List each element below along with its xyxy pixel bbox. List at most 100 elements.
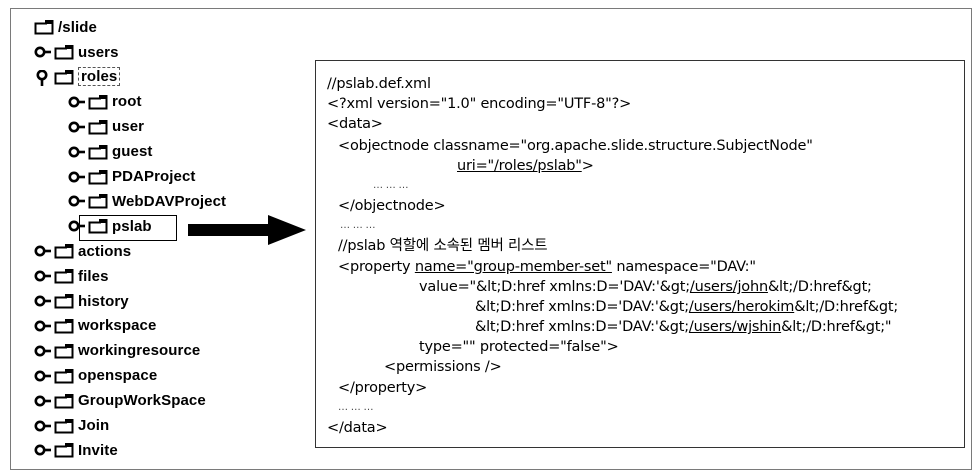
user-link-john: /users/john [689, 279, 768, 295]
tree-node-label: Invite [78, 441, 118, 459]
tree-node-root[interactable]: /slide [34, 16, 97, 38]
tree-node-groupworkspace[interactable]: GroupWorkSpace [34, 390, 206, 412]
folder-icon [54, 418, 74, 434]
code-permissions: <permissions /> [384, 359, 502, 375]
collapsed-toggle-icon[interactable] [68, 170, 86, 184]
folder-icon [88, 144, 108, 160]
href-close: &lt;/D:href&gt; [794, 299, 899, 315]
code-comment-member-list: //pslab 역할에 소속된 멤버 리스트 [338, 238, 548, 254]
tree-node-files[interactable]: files [34, 265, 109, 287]
collapsed-toggle-icon[interactable] [34, 45, 52, 59]
collapsed-toggle-icon[interactable] [68, 145, 86, 159]
collapsed-toggle-icon[interactable] [34, 369, 52, 383]
tree-node-label: PDAProject [112, 168, 196, 185]
collapsed-toggle-icon[interactable] [68, 219, 86, 233]
code-value-line-3: &lt;D:href xmlns:D='DAV:'&gt;/users/wjsh… [475, 317, 892, 337]
expanded-toggle-icon[interactable] [34, 69, 52, 86]
uri-value: uri="/roles/pslab" [457, 158, 582, 174]
tree-node-actions[interactable]: actions [34, 240, 131, 262]
collapsed-toggle-icon[interactable] [68, 194, 86, 208]
code-objectnode-uri: uri="/roles/pslab"> [457, 156, 594, 176]
code-ellipsis: … … … [338, 402, 374, 413]
code-ellipsis: … … … [340, 220, 376, 231]
code-data-close: </data> [327, 420, 388, 436]
collapsed-toggle-icon[interactable] [34, 443, 52, 457]
property-name: name="group-member-set" [414, 259, 612, 275]
uri-close: > [581, 158, 594, 174]
tree-node-webdavproject[interactable]: WebDAVProject [68, 190, 226, 212]
collapsed-toggle-icon[interactable] [34, 244, 52, 258]
tree-node-users[interactable]: users [34, 41, 119, 63]
code-value-line-1: value="&lt;D:href xmlns:D='DAV:'&gt;/use… [419, 277, 872, 297]
href-close: &lt;/D:href&gt; [767, 279, 872, 295]
folder-icon [54, 343, 74, 359]
tree-node-label: workspace [78, 317, 157, 335]
tree-node-workingresource[interactable]: workingresource [34, 340, 200, 362]
tree-node-pslab[interactable]: pslab [68, 215, 152, 237]
tree-node-label: guest [112, 143, 153, 161]
tree-node-workspace[interactable]: workspace [34, 315, 156, 337]
tree-node-label: actions [78, 242, 132, 260]
property-tag: <property [338, 259, 415, 275]
tree-node-label: files [78, 267, 109, 285]
code-data-open: <data> [327, 116, 383, 132]
tree-node-label: GroupWorkSpace [78, 392, 206, 410]
tree-node-label: users [78, 43, 119, 61]
href-open: &lt;D:href xmlns:D='DAV:'&gt; [475, 319, 689, 335]
code-property-close: </property> [338, 380, 428, 396]
code-type-protected: type="" protected="false"> [419, 339, 619, 355]
tree-node-pdaproject[interactable]: PDAProject [68, 166, 196, 188]
tree-node-label: /slide [58, 18, 97, 36]
collapsed-toggle-icon[interactable] [34, 344, 52, 358]
code-ellipsis: … … … [373, 180, 409, 191]
code-objectnode-close: </objectnode> [338, 198, 446, 214]
code-comment-filename: //pslab.def.xml [327, 76, 431, 92]
tree-node-history[interactable]: history [34, 290, 129, 312]
right-arrow-icon [188, 215, 306, 245]
folder-icon [88, 193, 108, 209]
folder-icon [88, 169, 108, 185]
code-objectnode-open: <objectnode classname="org.apache.slide.… [338, 138, 813, 154]
tree-node-label: WebDAVProject [112, 192, 227, 210]
tree-node-label: root [112, 93, 142, 111]
folder-icon [54, 44, 74, 60]
folder-icon [54, 368, 74, 384]
tree-node-label: Join [78, 417, 110, 434]
tree-node-label: workingresource [78, 342, 201, 360]
tree-node-roles[interactable]: roles [34, 66, 121, 88]
collapsed-toggle-icon[interactable] [34, 319, 52, 333]
href-open: value="&lt;D:href xmlns:D='DAV:'&gt; [419, 279, 690, 295]
tree-node-label: roles [78, 67, 121, 87]
tree-node-invite[interactable]: Invite [34, 439, 118, 461]
collapsed-toggle-icon[interactable] [68, 120, 86, 134]
href-close: &lt;/D:href&gt;" [781, 319, 892, 335]
folder-icon [54, 293, 74, 309]
folder-icon [54, 268, 74, 284]
code-value-line-2: &lt;D:href xmlns:D='DAV:'&gt;/users/hero… [475, 297, 898, 317]
folder-icon [54, 69, 74, 85]
tree-node-label: user [112, 118, 145, 136]
folder-icon [34, 19, 54, 35]
tree-node-user[interactable]: user [68, 116, 144, 138]
folder-icon [54, 318, 74, 334]
figure-frame [10, 8, 972, 470]
tree-node-join[interactable]: Join [34, 415, 109, 437]
selected-node-highlight [79, 215, 177, 241]
user-link-wjshin: /users/wjshin [688, 319, 782, 335]
tree-node-root[interactable]: root [68, 91, 142, 113]
folder-icon [88, 119, 108, 135]
collapsed-toggle-icon[interactable] [68, 95, 86, 109]
xml-code-panel: //pslab.def.xml <?xml version="1.0" enco… [315, 60, 965, 448]
collapsed-toggle-icon[interactable] [34, 394, 52, 408]
tree-node-openspace[interactable]: openspace [34, 365, 157, 387]
user-link-herokim: /users/herokim [688, 299, 795, 315]
href-open: &lt;D:href xmlns:D='DAV:'&gt; [475, 299, 689, 315]
tree-node-label: history [78, 292, 129, 310]
collapsed-toggle-icon[interactable] [34, 269, 52, 283]
code-xml-declaration: <?xml version="1.0" encoding="UTF-8"?> [327, 96, 632, 112]
folder-icon [54, 393, 74, 409]
collapsed-toggle-icon[interactable] [34, 294, 52, 308]
code-property-open: <property name="group-member-set" namesp… [338, 257, 756, 277]
collapsed-toggle-icon[interactable] [34, 419, 52, 433]
tree-node-guest[interactable]: guest [68, 141, 153, 163]
